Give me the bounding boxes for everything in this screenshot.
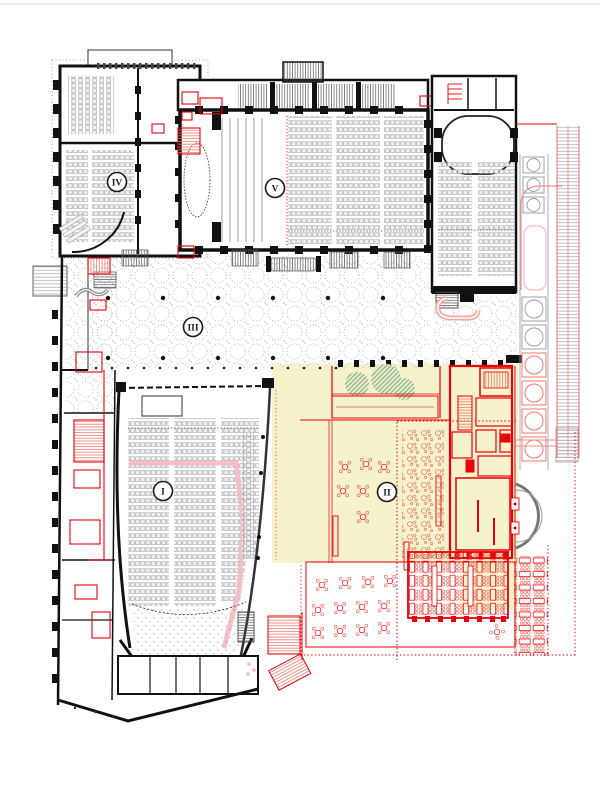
foyer-stairs xyxy=(32,249,467,298)
colonnade-mid xyxy=(521,296,547,350)
east-walkway xyxy=(516,427,579,463)
zone-label-I-text: I xyxy=(161,488,165,498)
zone-label-V: V xyxy=(264,177,286,199)
external-gallery-ladder xyxy=(516,123,580,458)
hall-I-right-dots xyxy=(256,435,265,560)
zone-label-III-text: III xyxy=(187,324,198,334)
entrance-doors xyxy=(510,497,520,535)
banquet-block xyxy=(407,551,509,622)
hall-I-stage-floor xyxy=(130,606,246,660)
hall-V-stage xyxy=(221,118,263,242)
zone-label-II: II xyxy=(376,481,398,503)
hall-I-stage-box xyxy=(141,395,183,417)
hall-IV xyxy=(51,49,209,259)
zone-label-IV: IV xyxy=(106,171,128,193)
hall-IV-side-seating xyxy=(66,150,88,242)
hall-I xyxy=(57,378,312,723)
south-red-stair xyxy=(246,612,312,691)
zone-label-IV-text: IV xyxy=(112,179,123,189)
hall-V xyxy=(176,61,434,254)
east-building-seating xyxy=(438,162,472,276)
zone-label-III: III xyxy=(182,316,204,338)
foyer-columns xyxy=(105,295,386,361)
hall-IV-upper-seating xyxy=(68,76,114,134)
north-band-stairs xyxy=(238,82,396,109)
cafe-cluster xyxy=(402,428,444,560)
hall-V-seating xyxy=(286,116,424,246)
west-wing xyxy=(52,255,116,706)
buttresses-west xyxy=(53,80,60,234)
colonnade-red xyxy=(521,352,547,462)
zone-label-II-text: II xyxy=(383,489,391,499)
red-stair-marks xyxy=(447,83,462,104)
foyer-paving xyxy=(64,256,546,412)
roof-overhang xyxy=(87,49,173,66)
red-gallery-outline xyxy=(520,185,562,290)
zone-label-I: I xyxy=(152,480,174,502)
north-entrance-stair xyxy=(282,61,324,83)
west-wing-renovation xyxy=(69,299,112,639)
zone-labels: I II III IV V xyxy=(106,171,398,503)
south-footprint xyxy=(57,687,259,723)
entrance-canopy-arc xyxy=(515,482,541,550)
east-building xyxy=(430,74,518,321)
south-rooms xyxy=(117,655,259,695)
west-wing-buttresses xyxy=(52,310,58,683)
renovation-marks-north xyxy=(87,91,435,275)
hall-V-pilasters xyxy=(195,106,434,254)
terrace-II xyxy=(275,364,579,660)
foyer-edge-dots xyxy=(94,366,338,370)
hall-I-side-boxes xyxy=(242,432,254,558)
trees xyxy=(345,364,415,400)
entrance-steps xyxy=(269,257,317,272)
zone-label-V-text: V xyxy=(272,185,279,195)
right-strip-tables xyxy=(514,556,548,656)
hall-IV-fan-seating xyxy=(58,213,92,244)
south-terrace-tables xyxy=(300,432,576,656)
hall-IV-main-seating xyxy=(92,150,134,242)
colonnade xyxy=(519,154,562,470)
planters xyxy=(300,366,450,563)
